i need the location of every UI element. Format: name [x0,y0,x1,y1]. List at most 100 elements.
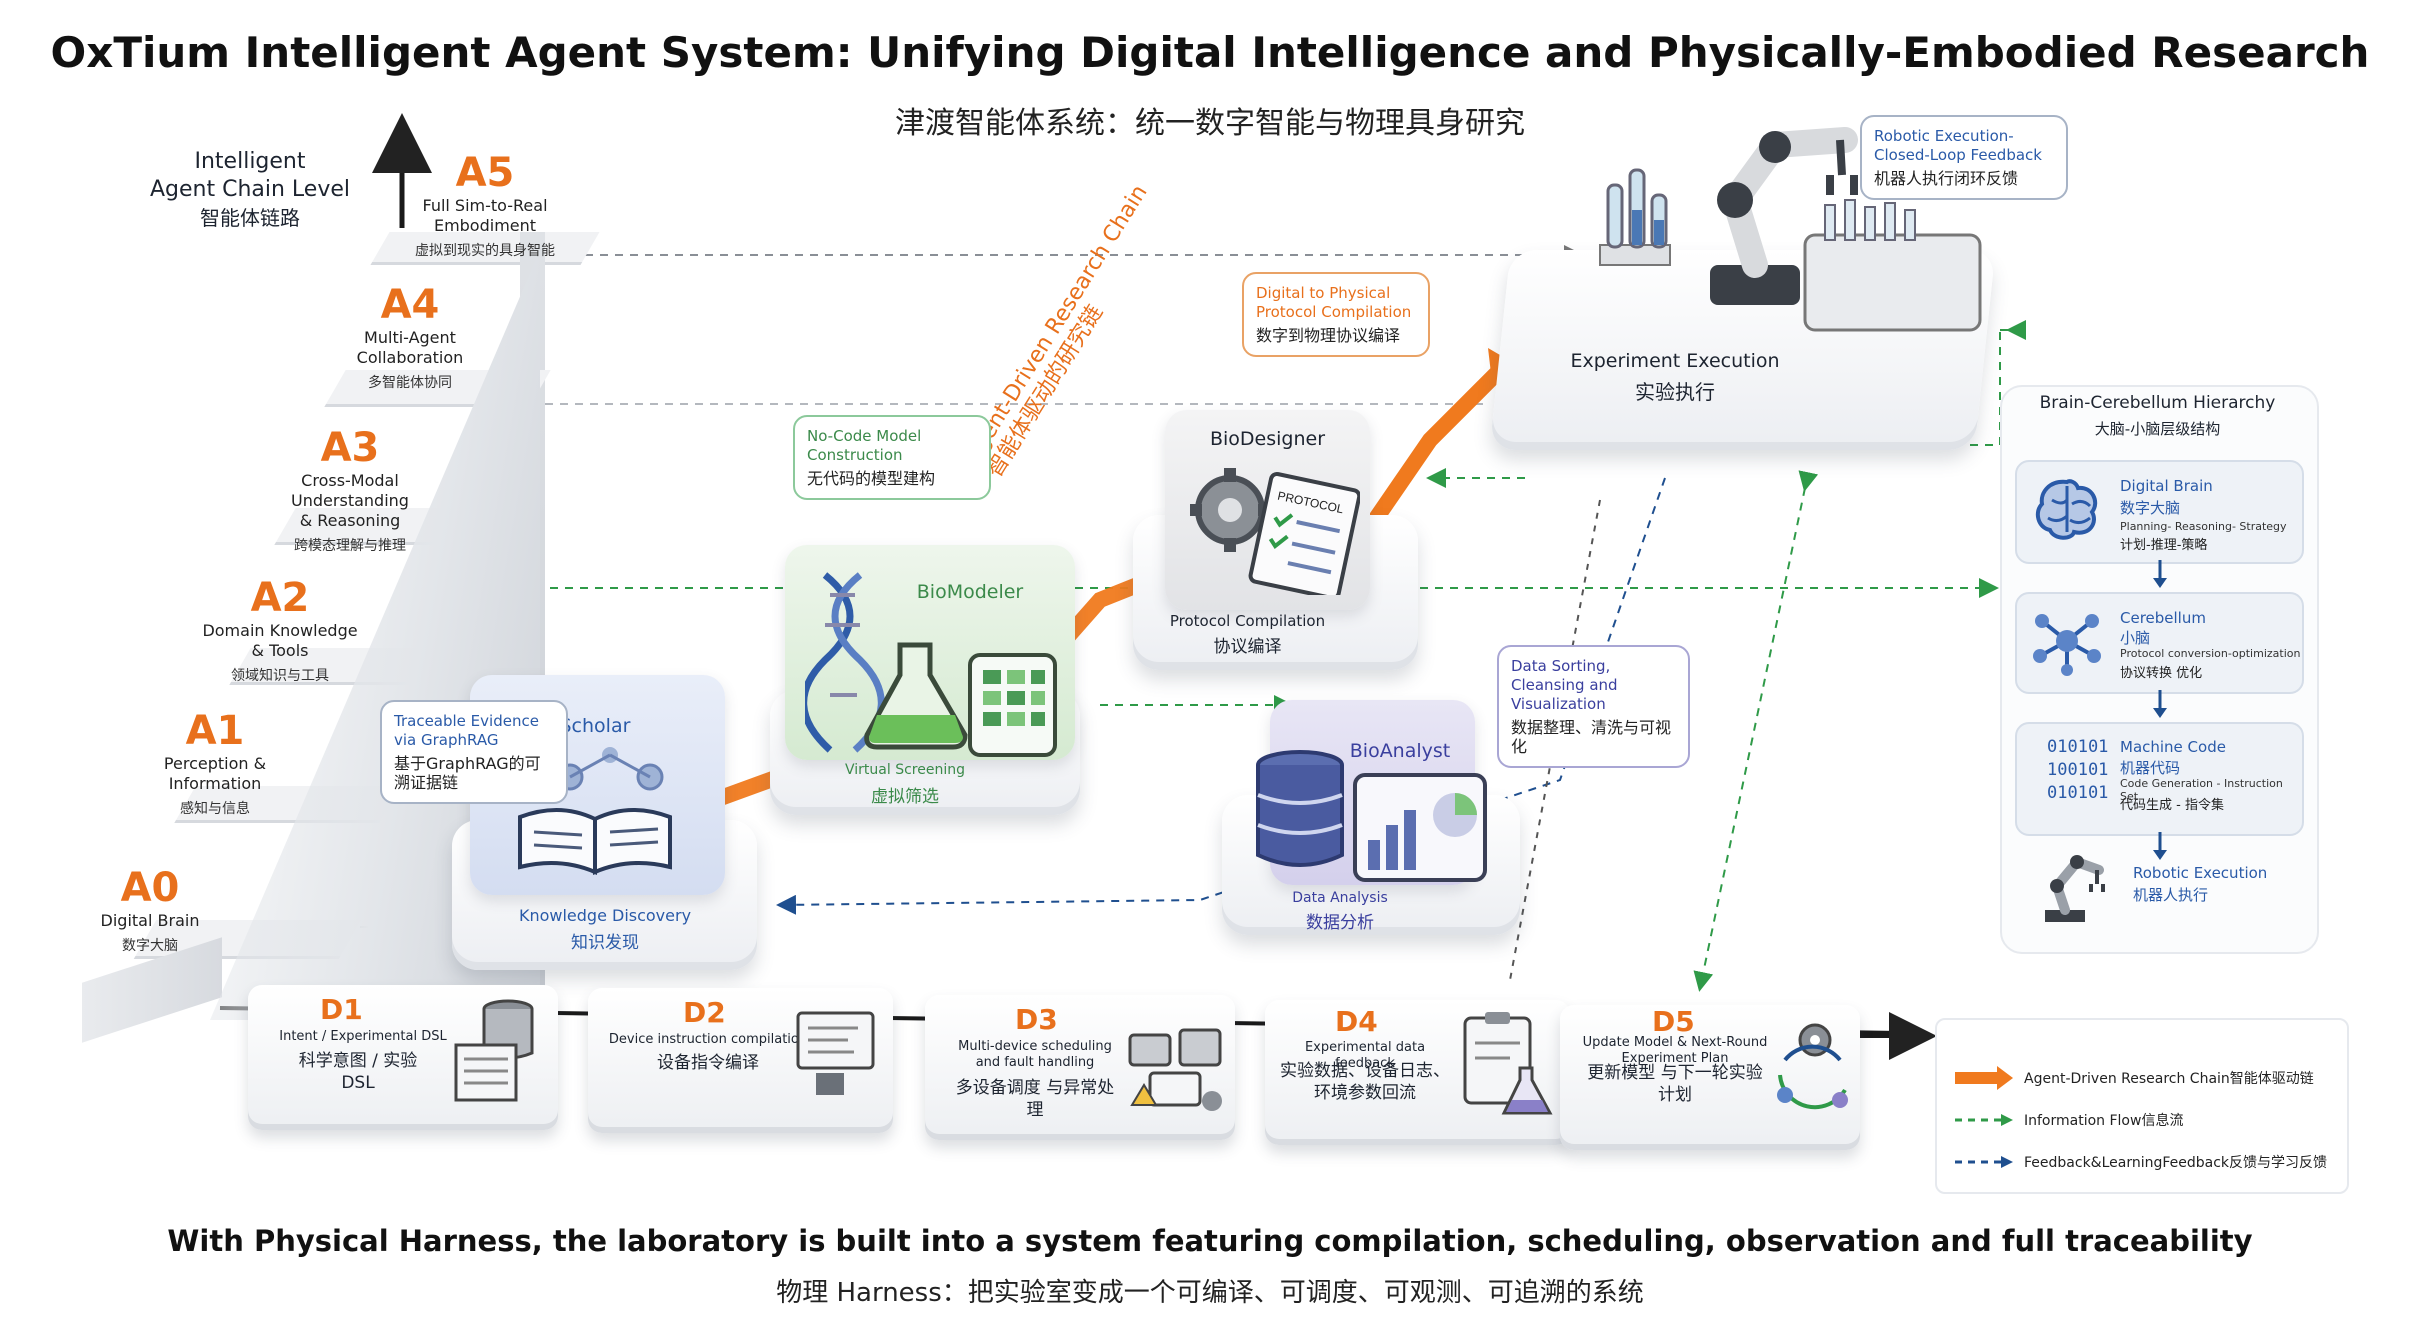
footer-zh: 物理 Harness：把实验室变成一个可编译、可调度、可观测、可追溯的系统 [776,1278,1644,1308]
level-zh: 虚拟到现实的具身智能 [415,243,555,259]
hierarchy-title-en: Brain-Cerebellum Hierarchy [2039,393,2276,413]
d-code: D1 [320,993,363,1026]
d-step-d5[interactable]: D5 Update Model & Next-Round Experiment … [1560,1005,1860,1150]
hierarchy-item-en: Cerebellum [2120,609,2206,627]
chain-level-en2: Agent Chain Level [149,177,351,202]
level-a1: A1 Perception & Information 感知与信息 [150,708,280,818]
callout-en: Digital to Physical Protocol Compilation [1256,284,1412,321]
d-zh: 科学意图 / 实验 DSL [298,1051,418,1093]
biomodeler-callout: No-Code Model Construction 无代码的模型建构 [793,415,991,500]
hierarchy-item-small-zh: 计划-推理-策略 [2120,538,2208,553]
level-a5: A5 Full Sim-to-Real Embodiment 虚拟到现实的具身智… [415,150,555,260]
level-code: A1 [185,708,245,754]
level-zh: 跨模态理解与推理 [294,538,406,554]
d-zh: 多设备调度 与异常处理 [955,1078,1115,1120]
down-arrow-icon [2153,832,2167,860]
hierarchy-item-small-zh: 代码生成 - 指令集 [2120,798,2224,813]
execution-callout: Robotic Execution- Closed-Loop Feedback … [1860,115,2068,200]
binary-line: 010101 [2047,783,2109,803]
callout-zh: 数字到物理协议编译 [1256,326,1401,345]
hierarchy-item-zh: 机器代码 [2120,759,2181,777]
d-zh: 更新模型 与下一轮实验计划 [1587,1063,1763,1105]
d-zh: 实验数据、设备日志、 环境参数回流 [1280,1061,1450,1103]
clipboard-flask-icon [1463,1012,1553,1115]
bioanalyst-title: BioAnalyst [1349,740,1451,762]
dna-flask-icon [805,572,1057,757]
biomodeler-zh: 虚拟筛选 [871,787,939,807]
level-en: Cross-Modal Understanding & Reasoning [291,471,409,530]
d-code: D3 [1015,1003,1058,1036]
level-a0: A0 Digital Brain 数字大脑 [85,865,215,955]
callout-en: Data Sorting, Cleansing and Visualizatio… [1511,657,1618,713]
hierarchy-digital-brain[interactable]: Digital Brain 数字大脑 Planning- Reasoning- … [2015,460,2304,564]
d-en: Device instruction compilation [608,1032,808,1047]
hierarchy-item-en: Digital Brain [2120,477,2213,495]
d-step-d2[interactable]: D2 Device instruction compilation 设备指令编译 [588,988,893,1133]
hierarchy-item-en: Robotic Execution [2133,864,2268,882]
hierarchy-title-zh: 大脑-小脑层级结构 [2094,420,2221,438]
hierarchy-item-small-en: Protocol conversion-optimization [2120,647,2301,660]
biodesigner-en: Protocol Compilation [1169,612,1326,630]
d-code: D4 [1335,1005,1378,1038]
multi-device-icon [1128,1028,1222,1111]
callout-zh: 无代码的模型建构 [807,469,936,488]
level-a4: A4 Multi-Agent Collaboration 多智能体协同 [345,282,475,392]
hierarchy-item-zh: 小脑 [2120,629,2151,647]
callout-en: Robotic Execution- Closed-Loop Feedback [1874,127,2042,164]
level-code: A3 [320,425,380,471]
callout-zh: 数据整理、清洗与可视化 [1511,718,1672,756]
level-en: Full Sim-to-Real Embodiment [422,196,548,235]
level-code: A5 [455,150,515,196]
d-step-d3[interactable]: D3 Multi-device scheduling and fault han… [925,995,1235,1140]
d-code: D2 [683,996,726,1029]
biomodeler-panel[interactable]: BioModeler [785,545,1075,760]
level-en: Perception & Information [163,754,267,793]
page-title: OxTium Intelligent Agent System: Unifyin… [50,28,2370,77]
legend: Agent-Driven Research Chain智能体驱动链 Inform… [1935,1018,2349,1194]
d-en: Intent / Experimental DSL [279,1029,447,1044]
level-zh: 多智能体协同 [368,375,452,391]
biodesigner-panel[interactable]: BioDesigner PROTOCOL [1165,410,1370,610]
chain-level-label: Intelligent Agent Chain Level 智能体链路 [130,148,370,232]
callout-en: No-Code Model Construction [807,427,922,464]
hierarchy-item-small-en: Code Generation - Instruction Set [2120,777,2283,803]
biodesigner-zh: 协议编译 [1213,637,1282,657]
hierarchy-item-small-en: Planning- Reasoning- Strategy [2120,520,2287,533]
level-zh: 领域知识与工具 [231,668,329,684]
level-zh: 感知与信息 [180,801,250,817]
biomodeler-en: Virtual Screening [845,762,965,778]
hierarchy-robotic-execution[interactable]: Robotic Execution 机器人执行 [2015,848,2300,938]
robot-arm-lab-icon [1599,127,1982,332]
legend-feedback: Feedback&LearningFeedback反馈与学习反馈 [2024,1155,2328,1171]
hierarchy-item-en: Machine Code [2120,738,2226,756]
d-step-d1[interactable]: D1 Intent / Experimental DSL 科学意图 / 实验 D… [248,985,558,1130]
gear-protocol-icon: PROTOCOL [1190,468,1360,595]
legend-swatches [1955,1066,2013,1168]
bioanalyst-zh: 数据分析 [1306,913,1374,933]
d-code: D5 [1652,1005,1695,1038]
hierarchy-cerebellum[interactable]: Cerebellum 小脑 Protocol conversion-optimi… [2015,592,2304,694]
level-en: Domain Knowledge & Tools [202,621,358,660]
d-en: Multi-device scheduling and fault handli… [958,1039,1112,1070]
database-docs-icon [454,999,534,1102]
callout-zh: 机器人执行闭环反馈 [1874,169,2019,188]
chain-level-zh: 智能体链路 [200,206,300,230]
brain-icon [2035,479,2098,540]
level-zh: 数字大脑 [122,938,178,954]
level-a2: A2 Domain Knowledge & Tools 领域知识与工具 [195,575,365,685]
robot-arm-icon [2045,855,2105,922]
execution-zh: 实验执行 [1635,380,1715,404]
bioscholar-zh: 知识发现 [571,933,639,953]
bioanalyst-panel[interactable]: BioAnalyst [1256,700,1487,885]
chain-level-en1: Intelligent [194,149,306,174]
legend-agent-chain: Agent-Driven Research Chain智能体驱动链 [2024,1071,2314,1087]
d-step-d4[interactable]: D4 Experimental data feedback 实验数据、设备日志、… [1265,1000,1570,1145]
monitor-chip-icon [796,1011,875,1095]
bioanalyst-en: Data Analysis [1292,890,1388,906]
hierarchy-machine-code[interactable]: 010101 100101 010101 Machine Code 机器代码 C… [2015,722,2304,836]
bioscholar-en: Knowledge Discovery [518,906,692,925]
biodesigner-title: BioDesigner [1209,428,1326,450]
footer-en: With Physical Harness, the laboratory is… [167,1224,2253,1258]
down-arrow-icon [2153,560,2167,588]
bioscholar-callout: Traceable Evidence via GraphRAG 基于GraphR… [380,700,568,804]
